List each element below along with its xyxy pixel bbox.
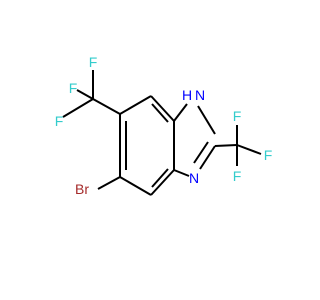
bond-c1-n <box>173 169 190 177</box>
bond-c3-c2-inner <box>151 103 169 123</box>
bond-c6-c1 <box>150 169 175 196</box>
atom-f-right-right: F <box>264 147 273 163</box>
bond-n-c-inner <box>193 141 209 164</box>
atom-f-right-bottom: F <box>233 168 242 184</box>
atom-nh: N <box>195 87 205 103</box>
bond-c-br <box>97 176 121 190</box>
atom-f-left-top: F <box>69 80 78 96</box>
atom-br: Br <box>75 181 89 197</box>
bond-c6-c1-inner <box>151 168 169 188</box>
atom-f-right-top: F <box>233 108 242 124</box>
bond-c-cf3-left <box>92 98 121 115</box>
bond-c3-c2 <box>150 95 175 122</box>
atom-nh-hydrogen: H <box>182 87 192 103</box>
molecule-structure: Br H N N F F F F F F <box>55 54 273 197</box>
atom-f-left-right: F <box>89 54 98 70</box>
atom-n: N <box>189 170 199 186</box>
bond-cf3-left-f-top <box>76 89 94 100</box>
bond-c2-nh <box>173 103 188 122</box>
bond-cf3-right-f-right <box>236 144 262 155</box>
bond-n-c <box>199 145 216 170</box>
atom-f-left-bottom: F <box>55 113 64 129</box>
bond-c4-c3 <box>119 95 152 115</box>
bond-c-cf3-right <box>214 144 238 147</box>
bond-cf3-left-f-bottom <box>62 98 94 118</box>
bond-c5-c6 <box>119 176 152 196</box>
bond-nh-c <box>197 105 216 135</box>
